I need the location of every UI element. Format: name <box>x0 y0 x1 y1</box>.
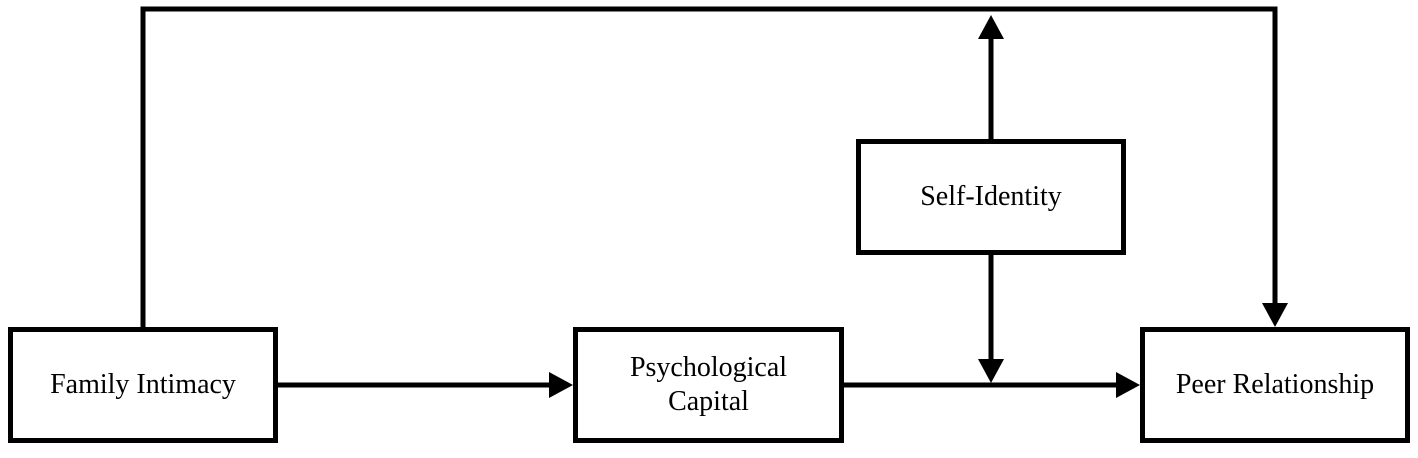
peer-relationship-box: Peer Relationship <box>1140 327 1410 443</box>
arrowhead-family-to-psych <box>549 372 573 398</box>
psychological-capital-label: Psychological Capital <box>629 352 788 417</box>
family-intimacy-label: Family Intimacy <box>50 369 236 401</box>
peer-relationship-label: Peer Relationship <box>1175 369 1375 401</box>
arrowhead-self-down <box>978 359 1004 383</box>
family-intimacy-box: Family Intimacy <box>8 327 278 443</box>
psychological-capital-box: Psychological Capital <box>573 327 844 443</box>
self-identity-box: Self-Identity <box>856 139 1126 255</box>
self-identity-label: Self-Identity <box>920 181 1062 213</box>
arrowhead-family-to-peer <box>1262 303 1288 327</box>
arrowhead-self-up <box>978 15 1004 39</box>
arrow-family-to-peer <box>140 6 1278 327</box>
arrowhead-psych-to-peer <box>1116 372 1140 398</box>
